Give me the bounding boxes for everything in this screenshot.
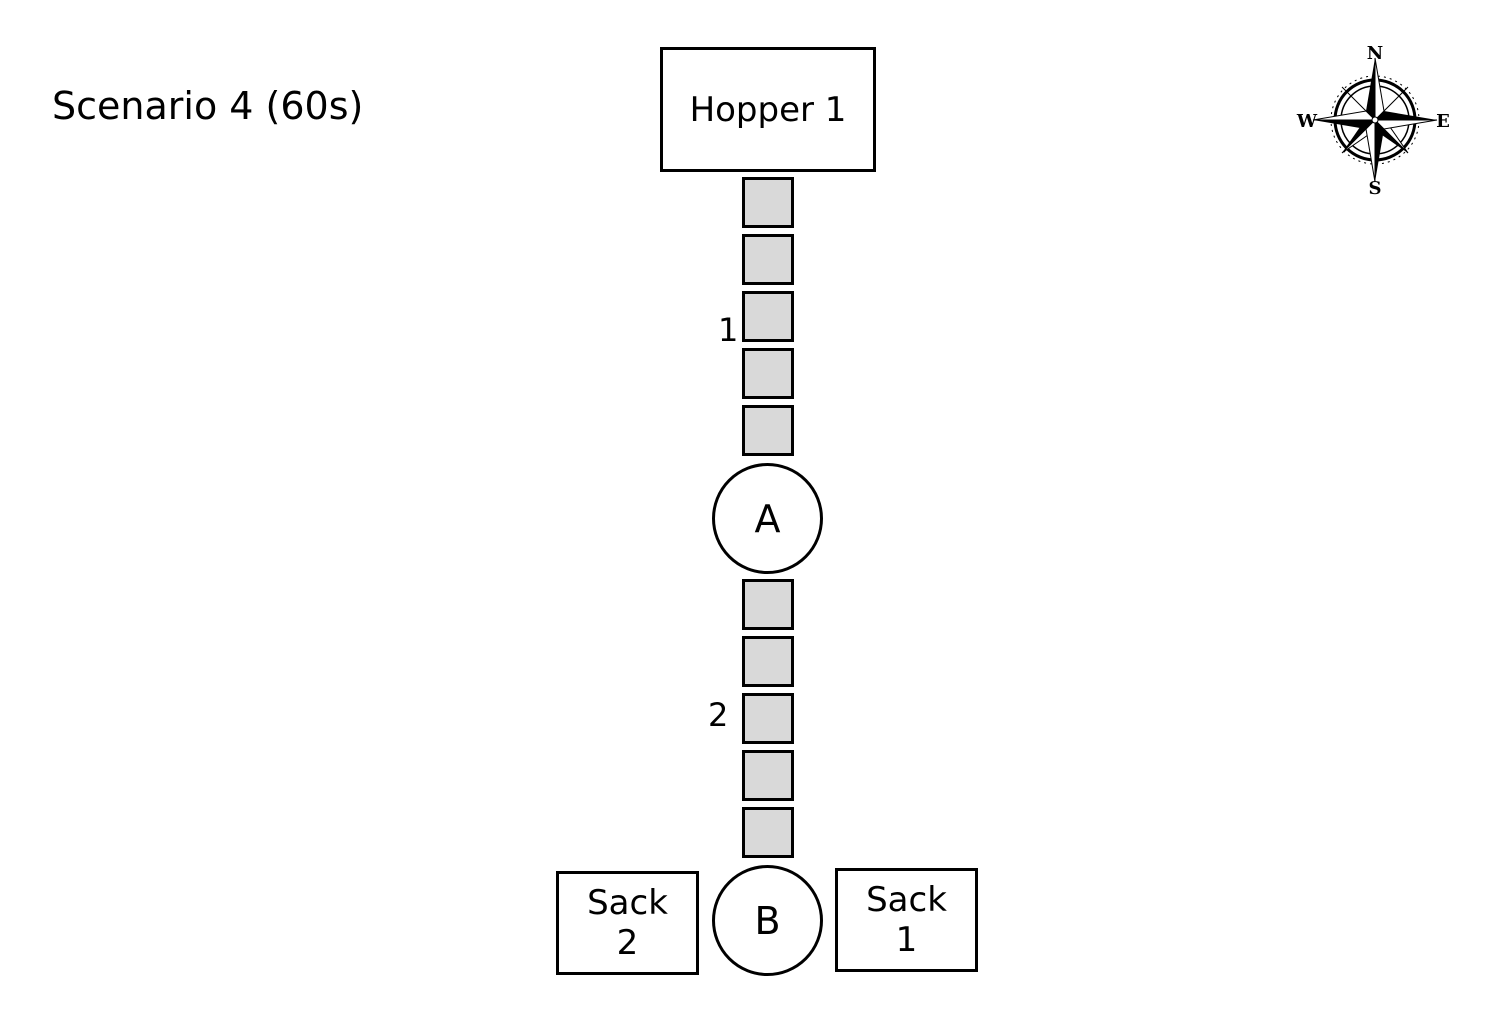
conveyor-2-label: 2 xyxy=(708,696,729,734)
junction-b-label: B xyxy=(754,898,781,943)
junction-a-label: A xyxy=(754,496,781,541)
conveyor-1-segment xyxy=(742,177,794,228)
junction-b: B xyxy=(712,865,823,976)
scenario-title: Scenario 4 (60s) xyxy=(52,84,364,128)
hopper-1: Hopper 1 xyxy=(660,47,876,172)
junction-a: A xyxy=(712,463,823,574)
sack-2: Sack 2 xyxy=(556,871,699,975)
conveyor-2-segment xyxy=(742,636,794,687)
conveyor-2-segment xyxy=(742,579,794,630)
hopper-label: Hopper 1 xyxy=(689,89,847,130)
compass-east-label: E xyxy=(1436,111,1450,132)
sack-1-label-line1: Sack xyxy=(866,880,947,920)
conveyor-2-segment xyxy=(742,750,794,801)
conveyor-1-segment xyxy=(742,234,794,285)
compass-rose-icon: N E S W xyxy=(1290,40,1460,200)
conveyor-2-segment xyxy=(742,807,794,858)
compass-south-label: S xyxy=(1369,178,1382,199)
sack-2-label-line1: Sack xyxy=(587,883,668,923)
conveyor-1-segment xyxy=(742,348,794,399)
conveyor-1-segment xyxy=(742,291,794,342)
sack-1-label-line2: 1 xyxy=(895,920,918,960)
conveyor-1-label: 1 xyxy=(718,311,739,349)
sack-2-label-line2: 2 xyxy=(616,923,639,963)
sack-1: Sack 1 xyxy=(835,868,978,972)
compass-west-label: W xyxy=(1296,111,1318,132)
conveyor-2-segment xyxy=(742,693,794,744)
compass-north-label: N xyxy=(1367,43,1383,64)
conveyor-1-segment xyxy=(742,405,794,456)
